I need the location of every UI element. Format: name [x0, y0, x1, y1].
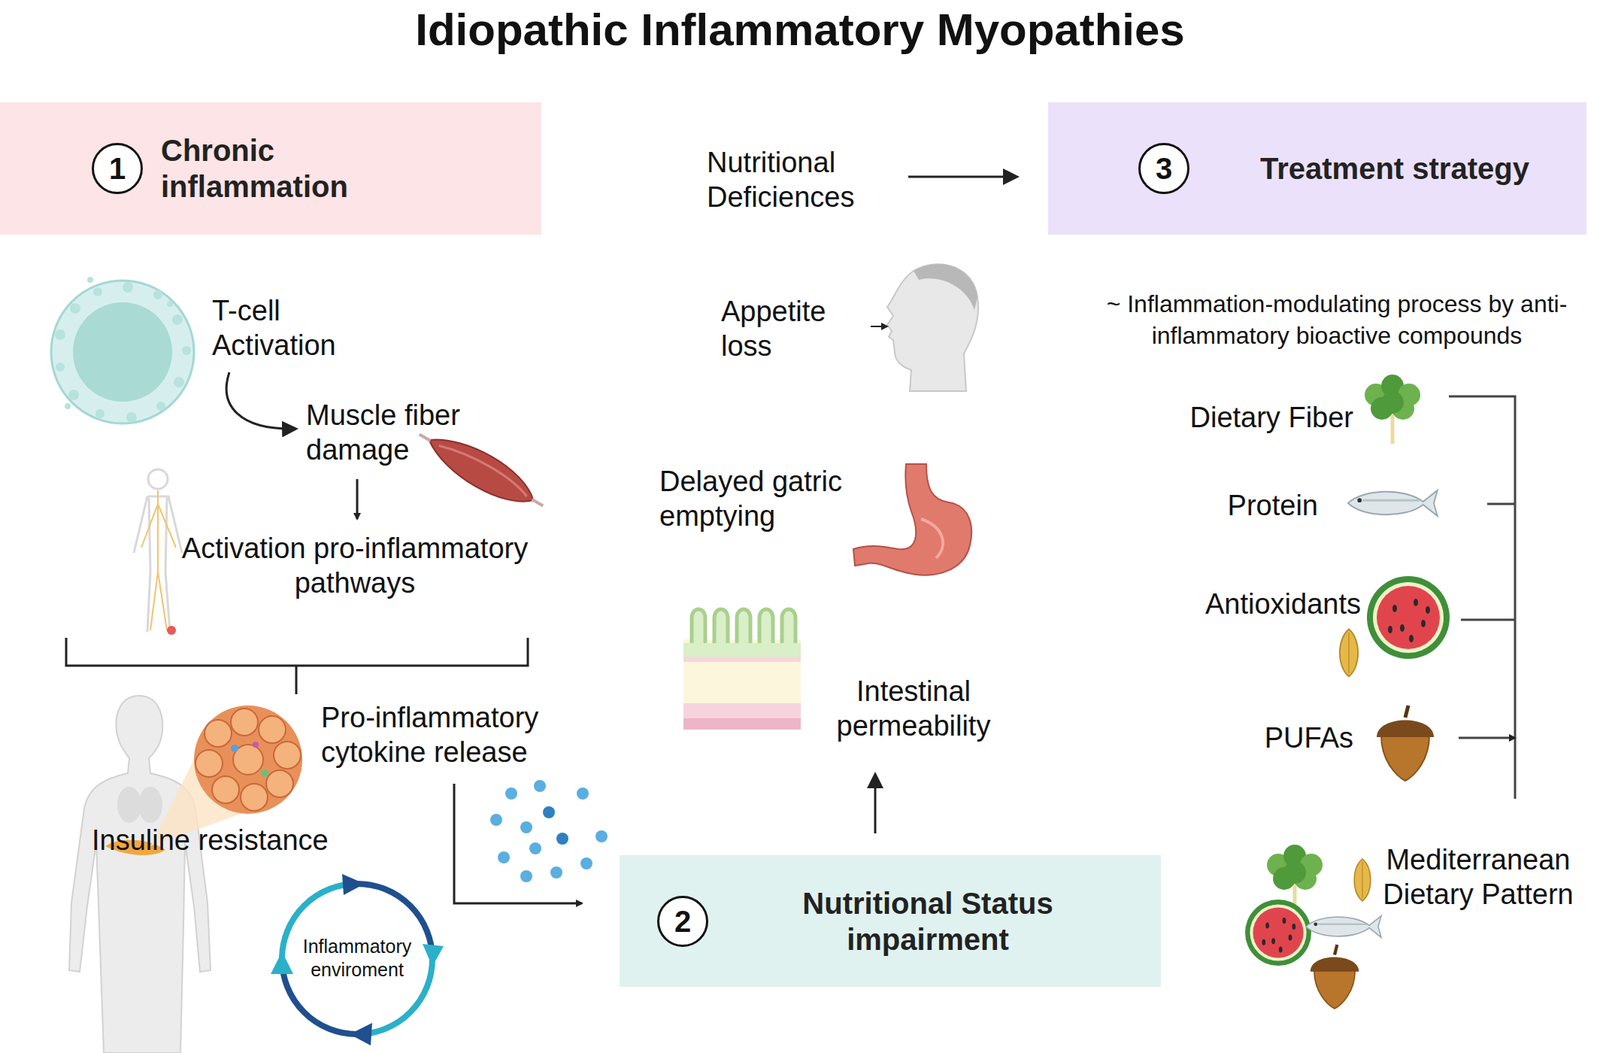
body-figure [133, 469, 182, 635]
annotation-label: Inflammatory enviroment [290, 934, 424, 982]
annotation-label: Antioxidants [1120, 586, 1361, 622]
annotation-label: PUFAs [1112, 720, 1354, 755]
annotation-label: Appetite loss [721, 293, 861, 364]
food-icons [1245, 374, 1450, 1009]
woman-figure [69, 695, 211, 1053]
callout-circle: 3 [1138, 142, 1190, 194]
bracket [66, 637, 528, 694]
annotation-label: Muscle fiber damage [306, 397, 487, 467]
stomach-icon [853, 463, 972, 576]
cytokine-arrow [454, 783, 582, 904]
annotation-label: Intestinal permeability [812, 673, 1016, 743]
t-cell-icon [51, 276, 194, 424]
section-heading: Nutritional Status impairment [717, 884, 1139, 958]
cytokine-dots [490, 779, 608, 882]
section-heading: Treatment strategy [1260, 150, 1531, 187]
callout-number: 1 [109, 151, 126, 186]
arrow [908, 175, 1017, 179]
callout-circle: 2 [657, 895, 709, 947]
callout-number: 3 [1155, 151, 1173, 186]
annotation-label: Nutritional Deficiences [706, 145, 888, 215]
curved-arrow [226, 372, 296, 429]
annotation-label: Activation pro-inflammatory pathways [174, 530, 536, 600]
callout-circle: 1 [91, 142, 143, 194]
section-heading: Chronic inflammation [160, 132, 410, 205]
annotation-label: Delayed gatric emptying [659, 463, 878, 534]
intestinal-wall-icon [683, 609, 801, 730]
section-band: Chronic inflammation 1 [0, 102, 542, 235]
annotation-label: Pro-inflammatory cytokine release [321, 700, 555, 770]
section-band: Nutritional Status impairment 2 [619, 854, 1161, 987]
annotation-label: Mediterranean Dietary Pattern [1365, 842, 1591, 912]
section-band: Treatment strategy 3 [1048, 102, 1587, 235]
annotation-label: T-cell Activation [212, 293, 374, 363]
down-arrow [356, 478, 359, 519]
callout-number: 2 [674, 904, 691, 939]
annotation-label: ~ Inflammation-modulating process by ant… [1077, 287, 1597, 352]
annotation-label: Protein [1077, 487, 1319, 523]
up-arrow [874, 774, 877, 834]
annotation-label: Dietary Fiber [1112, 400, 1354, 435]
annotation-label: Insuline resistance [91, 822, 370, 858]
merge-bracket [1448, 396, 1516, 799]
head-icon [870, 263, 979, 391]
cycle-icon [270, 873, 444, 1046]
title: Idiopathic Inflammatory Myopathies [0, 3, 1600, 58]
muscle-icon [410, 419, 552, 521]
